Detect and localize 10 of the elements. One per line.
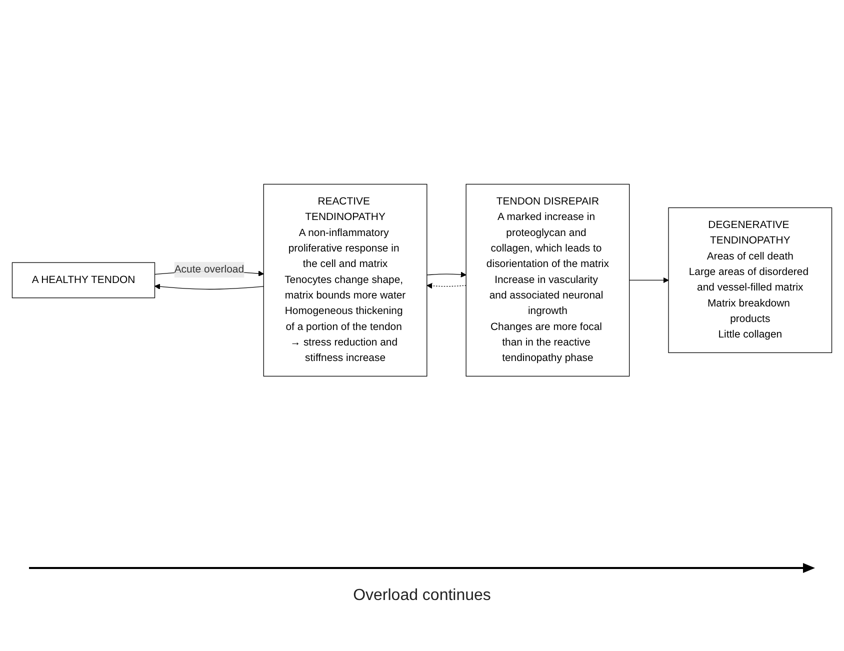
edge-label: Acute overload — [174, 264, 244, 275]
arrow — [629, 277, 669, 283]
arrow — [154, 284, 264, 290]
arrow — [426, 272, 466, 278]
axis-label: Overload continues — [353, 587, 491, 605]
node-box: DEGENERATIVE TENDINOPATHY Areas of cell death Large areas of disordered and vessel-filled matrix Matrix breakdown products Little collagen — [668, 207, 832, 353]
node-box: TENDON DISREPAIR A marked increase in proteoglycan and collagen, which leads to disorientation of the matrix Increase in vascularity and associated neuronal ingrowth Changes are more focal than in the reactive tendinopathy phase — [466, 184, 630, 376]
node-box: A HEALTHY TENDON — [12, 262, 156, 298]
arrow — [426, 282, 466, 288]
node-box: REACTIVE TENDINOPATHY A non-inflammatory proliferative response in the cell and matrix Tenocytes change shape, matrix bounds more water Homogeneous thickening of a portion of the tendon → stress reduction and stiffness increase — [263, 184, 428, 376]
